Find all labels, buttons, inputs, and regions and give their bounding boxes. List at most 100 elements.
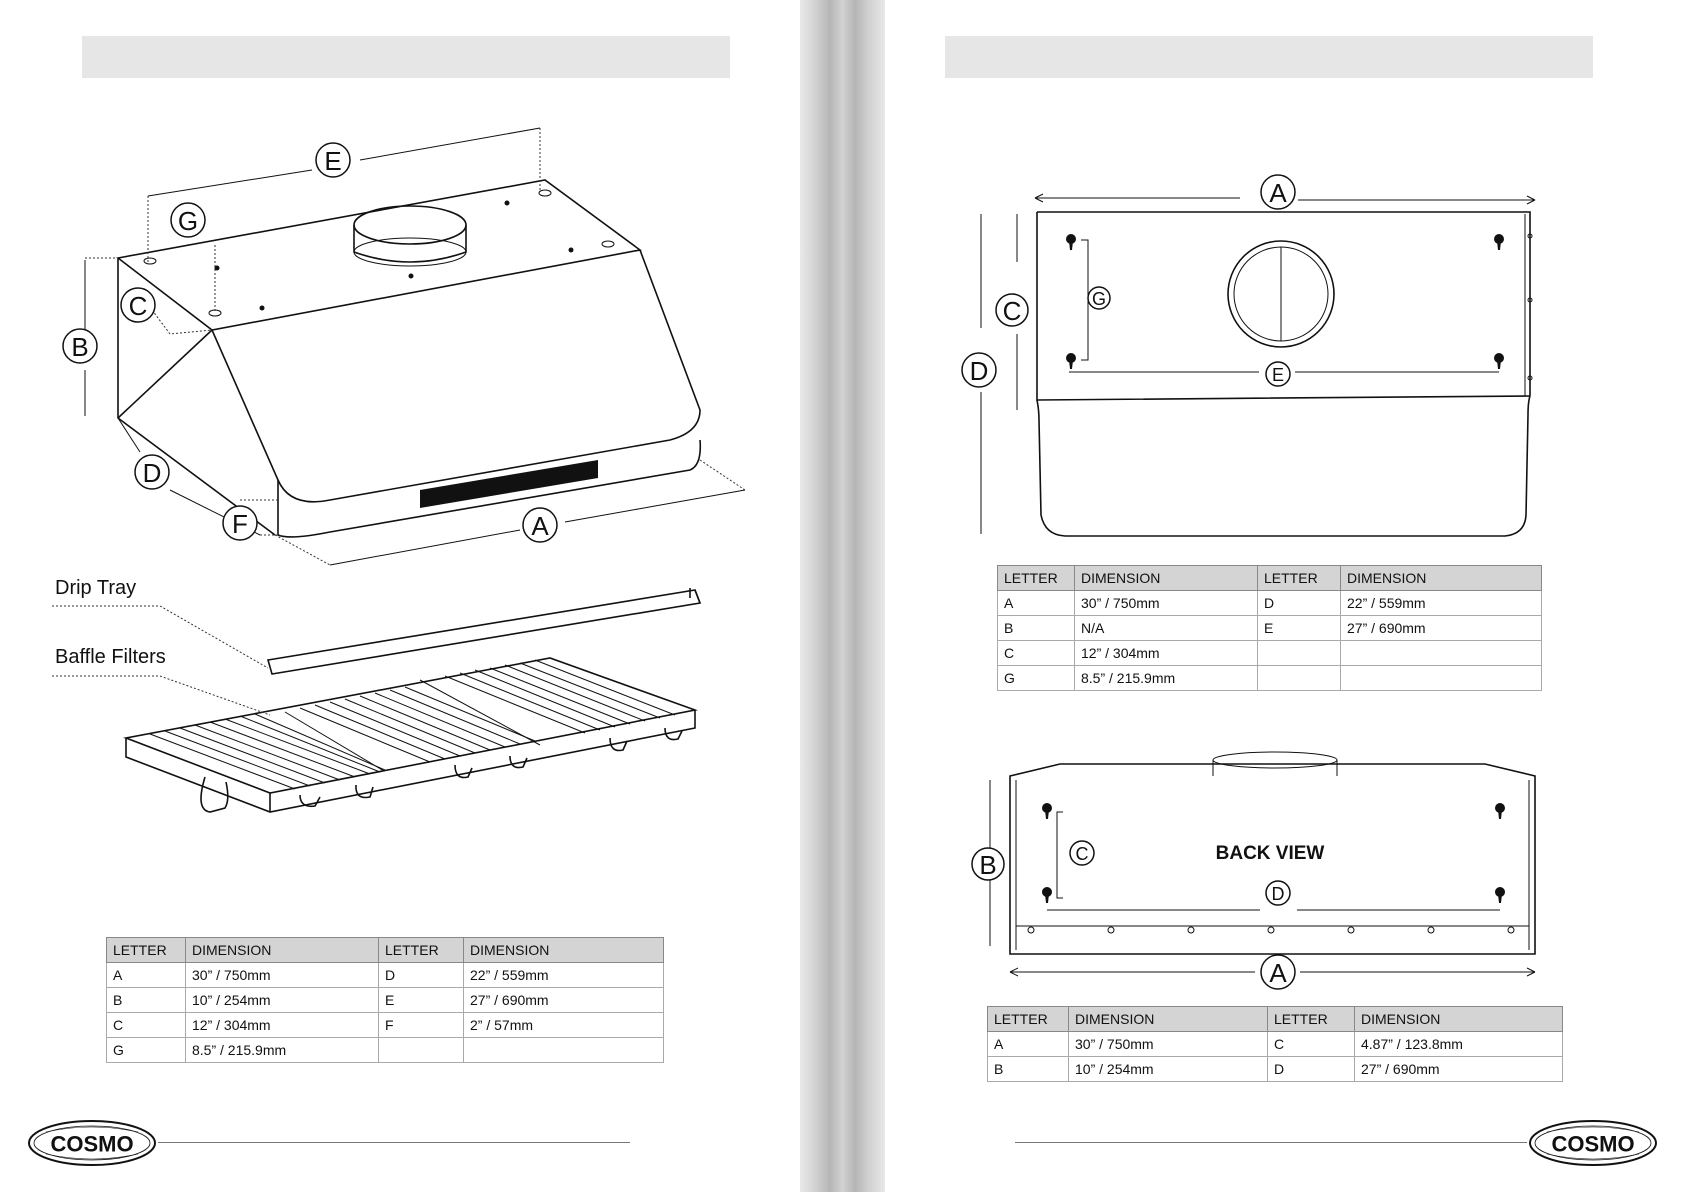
label-a: A [531,511,549,541]
table-cell: 30” / 750mm [185,962,379,988]
table-cell: 12” / 304mm [1074,640,1258,666]
table-cell: 27” / 690mm [463,987,664,1013]
top-dimension-table: LETTER DIMENSION LETTER DIMENSION A 30” … [997,565,1542,691]
column-header: DIMENSION [1354,1006,1563,1032]
top-label-c: C [1003,296,1022,326]
table-cell: 30” / 750mm [1074,590,1258,616]
column-header: DIMENSION [1074,565,1258,591]
label-b: B [71,332,88,362]
table-row: A 30” / 750mm D 22” / 559mm [106,962,664,988]
column-header: LETTER [1267,1006,1355,1032]
back-view-diagram: C D B A BACK VIEW [971,751,1536,990]
top-view-diagram: A G E C D [961,174,1536,537]
table-cell: 22” / 559mm [463,962,664,988]
label-f: F [232,509,248,539]
table-cell [1257,640,1341,666]
column-header: LETTER [1257,565,1341,591]
table-cell: G [997,665,1075,691]
table-header-row: LETTER DIMENSION LETTER DIMENSION [997,565,1542,591]
top-label-e: E [1272,365,1284,385]
table-cell: 22” / 559mm [1340,590,1542,616]
table-cell: E [1257,615,1341,641]
table-row: A 30” / 750mm D 22” / 559mm [997,590,1542,616]
back-label-c: C [1076,844,1089,864]
table-cell: D [1257,590,1341,616]
table-cell: E [378,987,464,1013]
back-label-d: D [1272,884,1285,904]
back-label-a: A [1269,958,1287,988]
table-row: B 10” / 254mm D 27” / 690mm [987,1056,1563,1082]
table-header-row: LETTER DIMENSION LETTER DIMENSION [106,937,664,963]
back-dimension-table: LETTER DIMENSION LETTER DIMENSION A 30” … [987,1006,1563,1082]
table-cell: D [378,962,464,988]
table-cell: 8.5” / 215.9mm [1074,665,1258,691]
left-dimension-table: LETTER DIMENSION LETTER DIMENSION A 30” … [106,937,664,1063]
label-e: E [324,146,341,176]
cosmo-logo: COSMO [28,1120,156,1166]
column-header: LETTER [106,937,186,963]
table-cell: G [106,1037,186,1063]
cosmo-logo: COSMO [1529,1120,1657,1166]
table-row: B 10” / 254mm E 27” / 690mm [106,987,664,1013]
table-cell [463,1037,664,1063]
left-header-bar [82,36,730,78]
right-page: A G E C D LET [885,0,1685,1192]
table-cell: B [987,1056,1069,1082]
column-header: DIMENSION [1340,565,1542,591]
column-header: DIMENSION [1068,1006,1268,1032]
table-cell [1257,665,1341,691]
baffle-filters-callout: Baffle Filters [55,646,166,668]
back-label-b: B [979,850,996,880]
footer-line [158,1142,630,1143]
logo-text: COSMO [1551,1132,1634,1157]
table-cell: 2” / 57mm [463,1012,664,1038]
table-header-row: LETTER DIMENSION LETTER DIMENSION [987,1006,1563,1032]
table-cell: A [997,590,1075,616]
label-c: C [129,291,148,321]
footer-line [1015,1142,1527,1143]
table-cell [1340,640,1542,666]
column-header: DIMENSION [463,937,664,963]
top-label-d: D [970,356,989,386]
table-cell: D [1267,1056,1355,1082]
range-hood-isometric-diagram: E G C B D F A [52,127,746,813]
back-view-title: BACK VIEW [1216,843,1325,864]
table-row: C 12” / 304mm [997,640,1542,666]
table-cell: C [997,640,1075,666]
table-cell: B [997,615,1075,641]
label-g: G [178,206,198,236]
table-cell: B [106,987,186,1013]
label-d: D [143,458,162,488]
table-cell: N/A [1074,615,1258,641]
table-cell: 12” / 304mm [185,1012,379,1038]
left-page: E G C B D F A Dri [0,0,800,1192]
table-row: G 8.5” / 215.9mm [997,665,1542,691]
table-cell: 4.87” / 123.8mm [1354,1031,1563,1057]
table-row: A 30” / 750mm C 4.87” / 123.8mm [987,1031,1563,1057]
table-cell: 27” / 690mm [1340,615,1542,641]
column-header: DIMENSION [185,937,379,963]
table-cell: 27” / 690mm [1354,1056,1563,1082]
table-row: C 12” / 304mm F 2” / 57mm [106,1012,664,1038]
table-cell: C [106,1012,186,1038]
top-label-a: A [1269,178,1287,208]
table-cell: F [378,1012,464,1038]
table-cell: 10” / 254mm [1068,1056,1268,1082]
column-header: LETTER [378,937,464,963]
table-cell [378,1037,464,1063]
table-cell [1340,665,1542,691]
book-gutter [800,0,885,1192]
table-row: B N/A E 27” / 690mm [997,615,1542,641]
table-cell: 10” / 254mm [185,987,379,1013]
column-header: LETTER [987,1006,1069,1032]
right-header-bar [945,36,1593,78]
logo-text: COSMO [50,1132,133,1157]
column-header: LETTER [997,565,1075,591]
table-cell: A [106,962,186,988]
table-cell: C [1267,1031,1355,1057]
table-cell: A [987,1031,1069,1057]
table-cell: 30” / 750mm [1068,1031,1268,1057]
table-row: G 8.5” / 215.9mm [106,1037,664,1063]
table-cell: 8.5” / 215.9mm [185,1037,379,1063]
drip-tray-callout: Drip Tray [55,577,137,599]
